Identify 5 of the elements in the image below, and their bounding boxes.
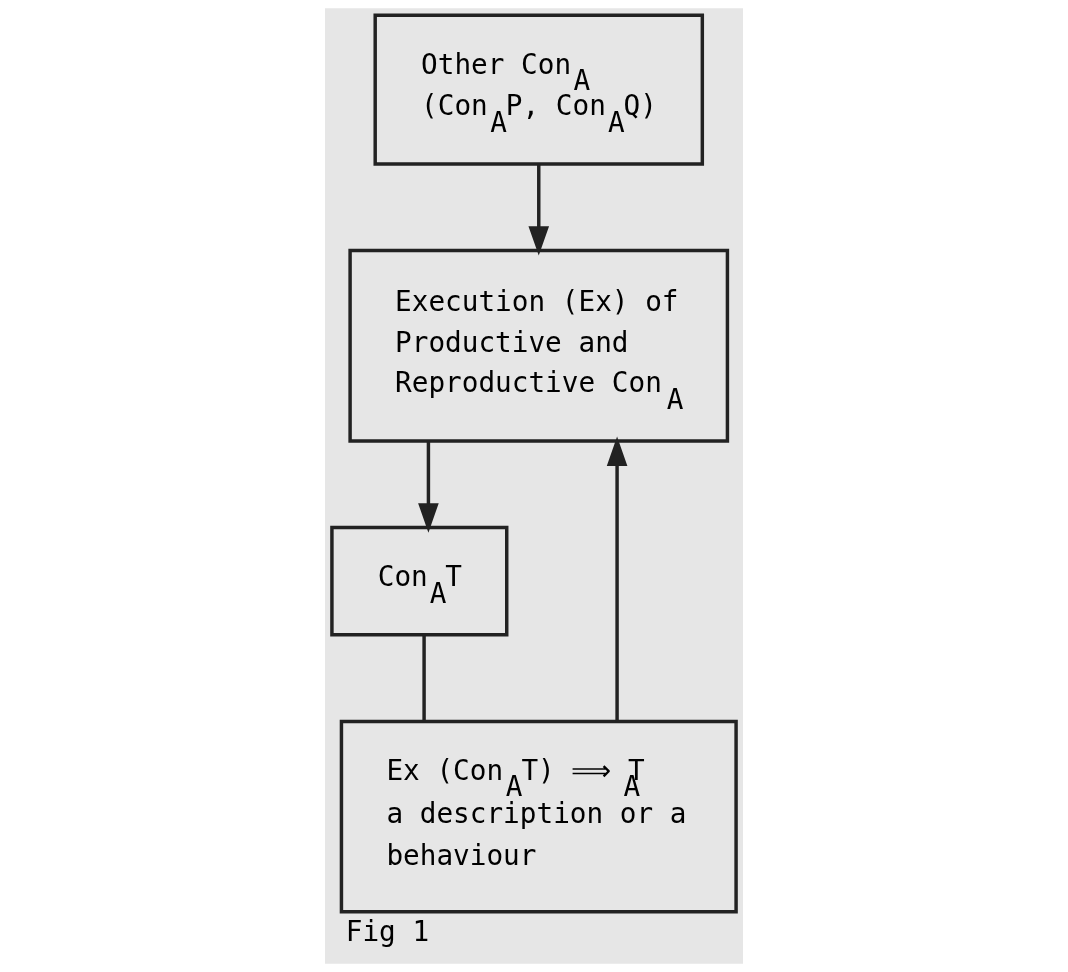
caption: Fig 1 xyxy=(345,914,430,948)
arrow xyxy=(528,164,550,256)
arrow xyxy=(418,441,439,533)
arrow xyxy=(606,436,628,722)
connector xyxy=(422,635,426,722)
